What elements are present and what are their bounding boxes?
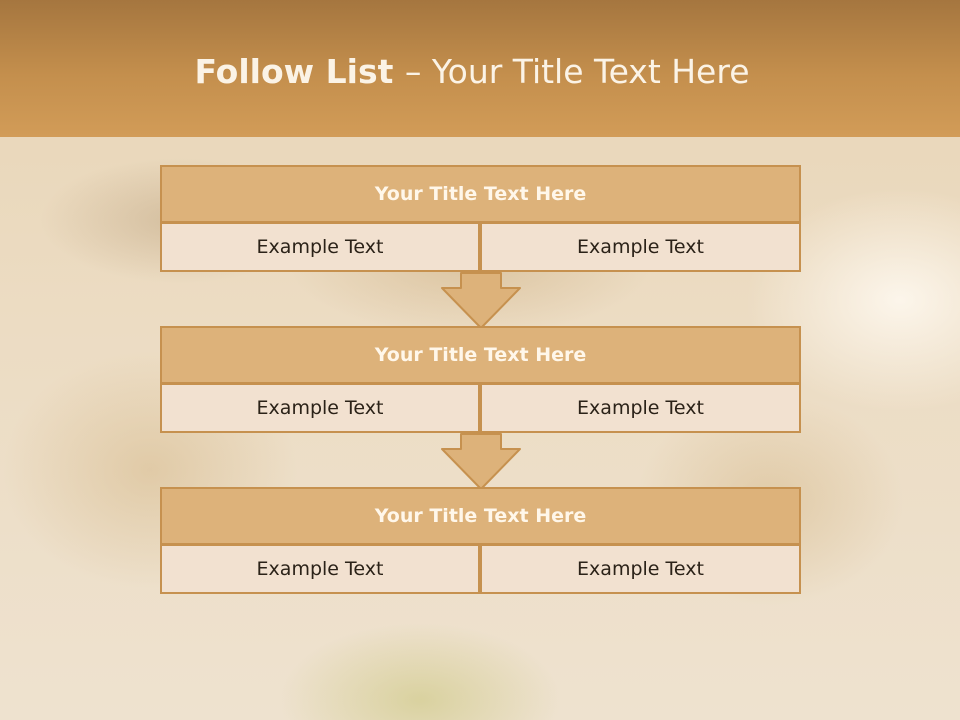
block-cell-left: Example Text — [160, 222, 480, 272]
list-block-2: Your Title Text Here Example Text Exampl… — [160, 326, 801, 433]
list-block-1: Your Title Text Here Example Text Exampl… — [160, 165, 801, 272]
block-title: Your Title Text Here — [160, 487, 801, 545]
list-block-3: Your Title Text Here Example Text Exampl… — [160, 487, 801, 594]
title-rest: – Your Title Text Here — [404, 52, 750, 91]
arrow-down-icon — [441, 433, 521, 490]
block-cell-right: Example Text — [480, 383, 801, 433]
title-strong: Follow List — [194, 52, 405, 91]
block-cell-right: Example Text — [480, 222, 801, 272]
block-title: Your Title Text Here — [160, 165, 801, 223]
block-cell-left: Example Text — [160, 544, 480, 594]
title-bar: Follow List – Your Title Text Here — [0, 0, 960, 137]
block-cell-right: Example Text — [480, 544, 801, 594]
slide-title: Follow List – Your Title Text Here — [0, 52, 944, 91]
block-title: Your Title Text Here — [160, 326, 801, 384]
block-cell-left: Example Text — [160, 383, 480, 433]
arrow-down-icon — [441, 272, 521, 329]
